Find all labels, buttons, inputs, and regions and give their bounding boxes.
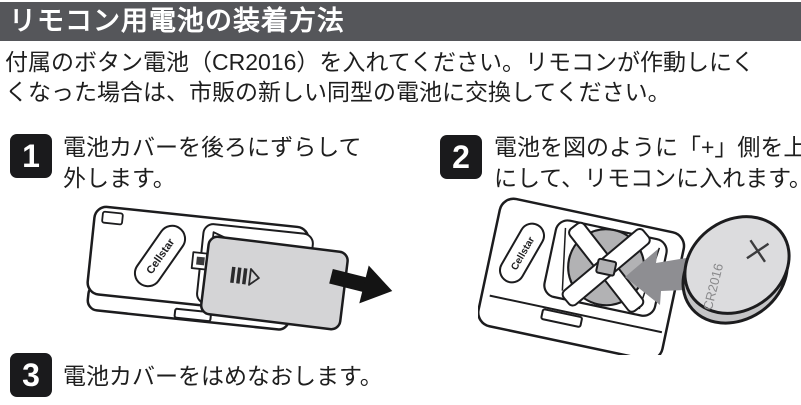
remote-body-open (478, 197, 686, 355)
step-3-badge: 3 (10, 353, 52, 397)
step-1-text: 電池カバーを後ろにずらして 外します。 (63, 132, 362, 194)
section-title: リモコン用電池の装着方法 (9, 6, 345, 36)
battery-retainer (561, 221, 651, 313)
battery-plus-icon (746, 239, 770, 263)
step-3-text: 電池カバーをはめなおします。 (63, 361, 383, 392)
step-2-text: 電池を図のように「+」側を上 にして、リモコンに入れます。 (494, 132, 801, 194)
intro-line-2: くなった場合は、市販の新しい同型の電池に交換してください。 (5, 79, 671, 105)
battery-cover (199, 235, 349, 331)
illustration-insert-battery: Cellstar CR2016 (478, 197, 791, 355)
coin-battery: CR2016 (681, 215, 791, 325)
intro-line-1: 付属のボタン電池（CR2016）を入れてください。リモコンが作動しにく (5, 49, 755, 75)
step-2-line-1: 電池を図のように「+」側を上 (494, 134, 801, 160)
intro-text: 付属のボタン電池（CR2016）を入れてください。リモコンが作動しにく くなった… (5, 47, 799, 107)
step-2-badge: 2 (440, 135, 482, 179)
step-3-line-1: 電池カバーをはめなおします。 (63, 363, 383, 389)
step-3-number: 3 (22, 357, 40, 393)
brand-logo: Cellstar (499, 222, 545, 284)
step-1-badge: 1 (10, 134, 52, 178)
step-1-line-1: 電池カバーを後ろにずらして (63, 134, 362, 160)
cover-grip-icon (230, 266, 260, 286)
step-1-number: 1 (22, 138, 40, 174)
step-1-line-2: 外します。 (63, 165, 176, 191)
illustration-remove-cover: Cellstar (86, 205, 393, 331)
brand-logo: Cellstar (133, 224, 187, 288)
slide-direction-arrow-icon (329, 265, 393, 304)
step-2-number: 2 (452, 139, 470, 175)
section-header: リモコン用電池の装着方法 (0, 2, 801, 41)
step-2-line-2: にして、リモコンに入れます。 (494, 165, 801, 191)
